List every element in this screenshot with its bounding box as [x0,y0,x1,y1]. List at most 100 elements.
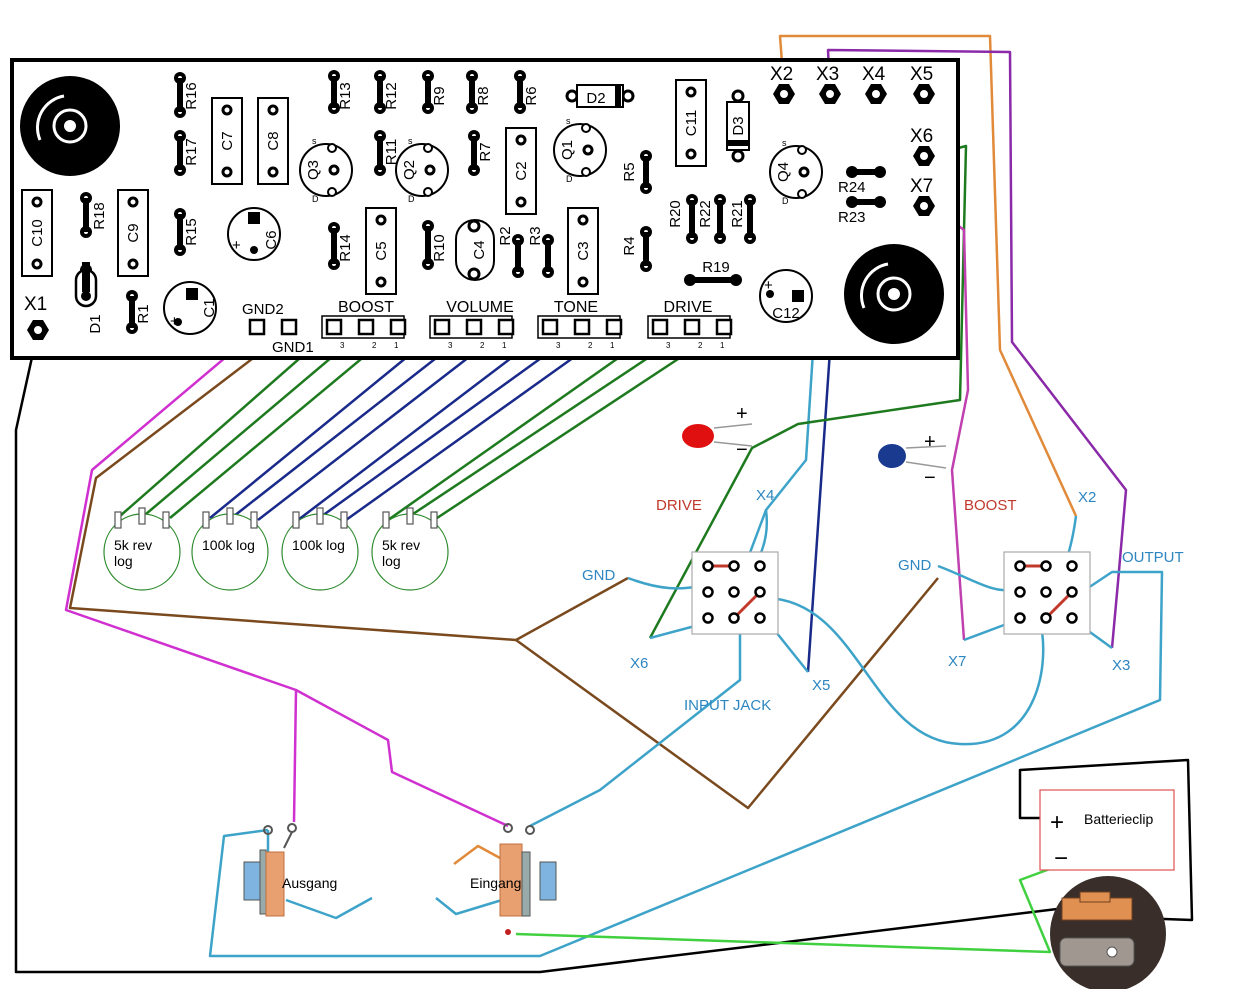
label-eingang: Eingang [470,875,521,891]
resistor-r21: R21 [729,194,756,244]
wire-jack-out-loop [285,896,373,920]
pot-4-label: 5k rev [382,537,420,553]
wire-volume-3 [209,329,441,519]
label-x3: X3 [816,64,839,85]
pin-1-drive: 1 [720,341,725,350]
label-c8: C8 [265,131,282,150]
label-r14: R14 [337,234,354,262]
led-drive-plus: + [736,403,748,425]
wire-x1-black [14,329,1091,974]
cap-c6: + C6 [227,207,281,261]
cap-c7: C7 [211,97,243,185]
pot-2-label: 100k log [202,537,255,553]
pot-3: 100k log [281,507,359,591]
label-c6: C6 [263,230,280,249]
cap-c12: + C12 [759,269,813,323]
label-r15: R15 [183,218,200,246]
label-r4: R4 [621,236,638,255]
switch-boost[interactable] [1003,551,1091,635]
diode-d1: D1 [74,262,104,334]
switch-drive[interactable] [691,551,779,635]
label-r9: R9 [431,86,448,105]
label-q3: Q3 [305,160,322,180]
pot-1-label: 5k rev [114,537,152,553]
resistor-r7: R7 [468,130,494,176]
resistor-r23: R23 [838,196,886,226]
connector-x7: X7 [910,176,935,216]
label-c1: C1 [201,298,218,317]
pin-3-boost: 3 [340,341,345,350]
label-r24: R24 [838,179,866,196]
labels: DRIVE X4 GND X6 X5 INPUT JACK BOOST X2 G… [582,487,1184,714]
resistor-r4: R4 [621,226,652,272]
pot-3-label: 100k log [292,537,345,553]
resistor-r11: R11 [374,130,400,176]
label-r7: R7 [477,142,494,161]
label-r12: R12 [383,82,400,110]
resistor-r10: R10 [422,220,448,270]
wires [14,34,1194,974]
wire-battery-black [1018,758,1194,922]
wire-gnd-right [937,564,1011,592]
label-x2: X2 [770,64,793,85]
label-input-jack: INPUT JACK [684,697,771,714]
jack-eingang: Eingang [470,823,557,935]
resistor-r5: R5 [621,150,652,194]
label-r1: R1 [135,304,152,323]
wire-boost-2 [145,329,365,515]
pin-3-drive: 3 [666,341,671,350]
wire-x5-loop [765,596,1045,746]
label-r19: R19 [702,259,730,276]
label-c11: C11 [683,110,700,136]
trim-pot-left [20,76,120,176]
plus-c1: + [170,313,179,330]
resistor-r19: R19 [684,259,742,286]
cap-c11: C11 [675,79,707,167]
pin-d-q3: D [312,194,319,204]
resistor-r6: R6 [514,70,540,114]
label-x7: X7 [910,176,933,197]
wire-input-blue [529,622,742,828]
connector-x6: X6 [910,126,935,166]
pin-d-q4: D [782,196,789,206]
wire-drive-1 [433,328,723,522]
battery-label: Batterieclip [1084,811,1153,827]
pin-2-volume: 2 [480,341,485,350]
label-c2: C2 [513,161,530,180]
label-sw-x5: X5 [812,677,830,694]
resistor-r18: R18 [80,192,108,238]
pot-1-label2: log [114,553,133,569]
label-r16: R16 [183,82,200,110]
battery-clip: + Batterieclip − [1039,789,1175,872]
label-r18: R18 [91,202,108,230]
jack-ausgang: Ausgang [243,823,337,917]
resistor-r14: R14 [328,222,354,270]
label-sw-gnd-left: GND [582,567,616,584]
label-d2: D2 [586,90,605,107]
label-boost-switch: BOOST [964,497,1017,514]
diode-d3: D3 [726,89,750,163]
connector-x1: X1 [24,294,49,340]
battery-plus: + [1050,809,1064,836]
cap-c3: C3 [567,207,599,295]
wire-boost-3 [119,329,333,517]
cap-c9: C9 [117,189,149,277]
led-boost-minus: − [924,467,936,489]
label-header-drive: DRIVE [664,299,713,316]
resistor-r17: R17 [174,130,200,176]
wire-drive-3 [387,328,659,522]
label-x6: X6 [910,126,933,147]
pin-1-tone: 1 [610,341,615,350]
wire-battery-green [515,858,1075,954]
